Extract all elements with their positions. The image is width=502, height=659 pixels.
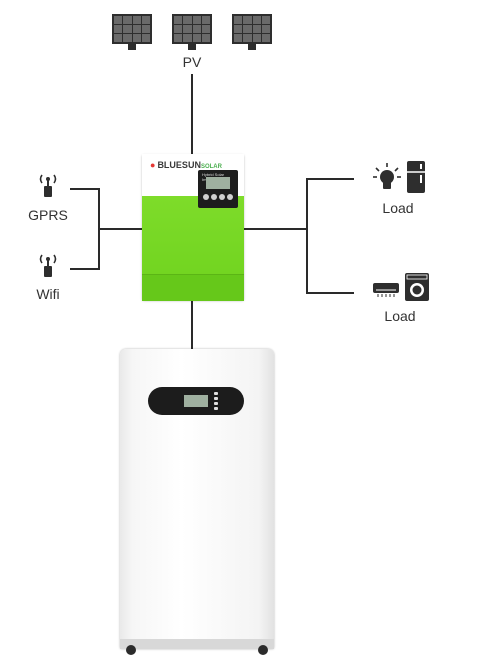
battery-display-panel (148, 387, 244, 415)
battery-cabinet (120, 349, 274, 655)
inverter-control-panel: Hybrid Solar Inverter (198, 170, 238, 208)
load-trunk-line (306, 178, 308, 294)
light-bulb-icon (373, 163, 401, 189)
battery-wheel (258, 645, 268, 655)
solar-panel-icon (112, 14, 152, 44)
pv-connector-line (191, 74, 193, 156)
load-top-label: Load (382, 200, 414, 216)
solar-panel-icon (172, 14, 212, 44)
hybrid-inverter: ●BLUESUNSOLAR Hybrid Solar Inverter (142, 154, 244, 301)
battery-connector-line (191, 298, 193, 350)
gprs-label: GPRS (28, 207, 68, 223)
wifi-link-line (70, 268, 100, 270)
inverter-brand-logo: ●BLUESUNSOLAR (150, 160, 222, 170)
comm-to-inverter-line (98, 228, 144, 230)
refrigerator-icon (407, 161, 425, 193)
washing-machine-icon (405, 273, 429, 301)
battery-wheel (126, 645, 136, 655)
gprs-link-line (70, 188, 100, 190)
load-top-link-line (306, 178, 354, 180)
battery-lcd (184, 395, 208, 407)
load-bottom-label: Load (384, 308, 416, 324)
antenna-icon (39, 174, 57, 197)
inverter-lcd (206, 177, 230, 189)
load-bottom-link-line (306, 292, 354, 294)
solar-panel-icon (232, 14, 272, 44)
pv-label: PV (182, 54, 202, 70)
antenna-icon (39, 254, 57, 277)
inverter-to-load-line (244, 228, 308, 230)
wifi-label: Wifi (36, 286, 60, 302)
air-conditioner-icon (373, 283, 399, 297)
